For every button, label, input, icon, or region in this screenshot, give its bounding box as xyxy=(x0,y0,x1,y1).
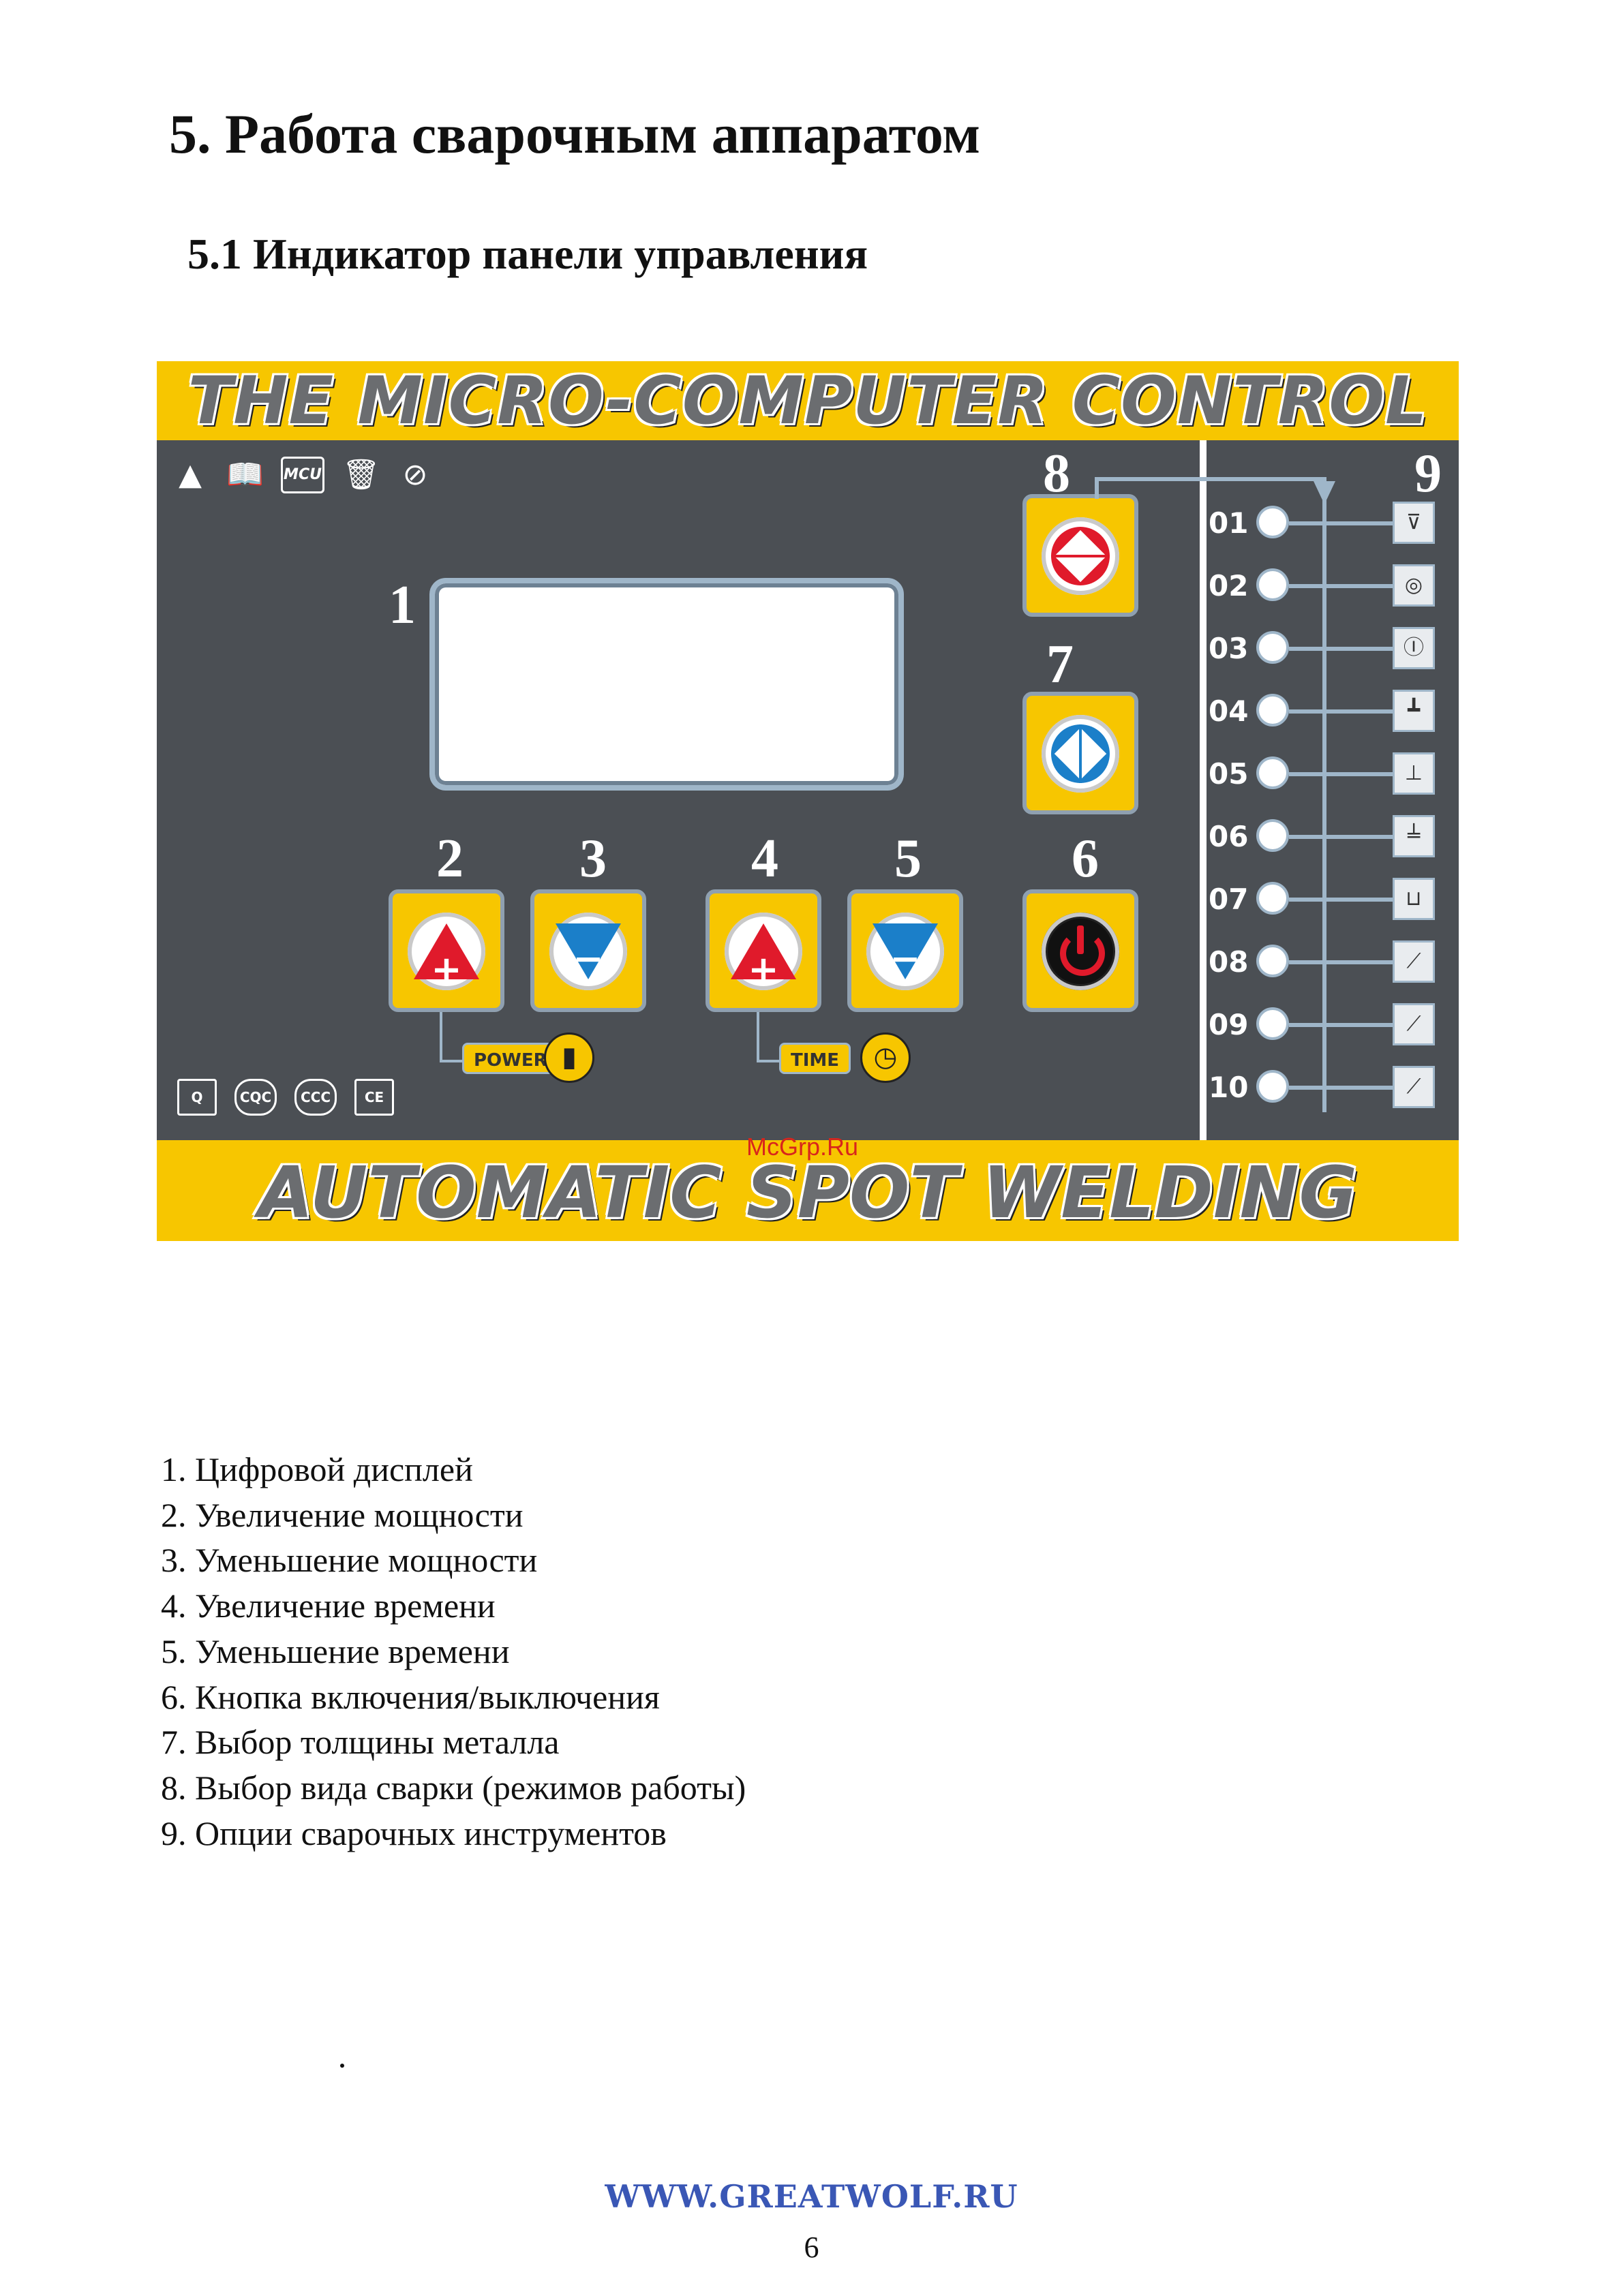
time-increase-button[interactable]: + xyxy=(706,889,821,1012)
welding-tool-icon: ⟋ xyxy=(1393,940,1435,983)
certification-icons: Q CQC CCC CE xyxy=(177,1079,394,1116)
thickness-select-button[interactable] xyxy=(1022,692,1138,814)
option-number: 10 xyxy=(1209,1071,1249,1104)
legend-item: 2. Увеличение мощности xyxy=(161,1495,524,1534)
indicator-led xyxy=(1256,1070,1289,1103)
page-heading: 5. Работа сварочным аппаратом xyxy=(169,103,981,165)
warning-icons: ▲ 📖 MCU 🗑 ⊘ xyxy=(172,457,434,493)
label-9: 9 xyxy=(1414,444,1442,504)
bottom-band xyxy=(157,1140,1459,1241)
section-heading: 5.1 Индикатор панели управления xyxy=(187,230,868,278)
time-label: TIME xyxy=(779,1043,851,1074)
welding-tool-icon: ⟋ xyxy=(1393,1003,1435,1045)
welding-tool-icon: ┻ xyxy=(1393,690,1435,732)
warning-icon: ▲ xyxy=(179,457,202,492)
indicator-led xyxy=(1256,568,1289,601)
left-right-arrows-icon xyxy=(1051,724,1110,783)
power-on-off-button[interactable] xyxy=(1022,889,1138,1012)
legend-item: 5. Уменьшение времени xyxy=(161,1632,510,1670)
option-number: 05 xyxy=(1209,757,1249,791)
up-down-arrows-icon xyxy=(1051,527,1110,585)
label-8: 8 xyxy=(1043,444,1070,504)
manual-icon: 📖 xyxy=(226,457,264,492)
top-band xyxy=(157,361,1459,440)
indicator-led xyxy=(1256,1007,1289,1040)
legend-item: 8. Выбор вида сварки (режимов работы) xyxy=(161,1768,746,1807)
control-panel-image: THE MICRO-COMPUTER CONTROL ▲ 📖 MCU 🗑 ⊘ 8… xyxy=(157,361,1459,1241)
indicator-led xyxy=(1256,819,1289,852)
ce-icon: CE xyxy=(354,1079,394,1116)
indicator-led xyxy=(1256,506,1289,538)
power-label: POWER xyxy=(462,1043,559,1074)
option-number: 08 xyxy=(1209,945,1249,979)
label-1: 1 xyxy=(389,575,416,635)
indicator-led xyxy=(1256,945,1289,977)
options-bus-top xyxy=(1095,477,1326,481)
welding-tool-icon: ⟋ xyxy=(1393,1066,1435,1108)
option-number: 09 xyxy=(1209,1008,1249,1041)
plus-icon xyxy=(414,923,479,979)
welding-tool-icon: ⊔ xyxy=(1393,878,1435,920)
legend-item: 3. Уменьшение мощности xyxy=(161,1541,538,1580)
options-bus xyxy=(1322,477,1326,1112)
minus-icon xyxy=(556,923,621,979)
cqc-icon: CQC xyxy=(234,1079,277,1116)
label-3: 3 xyxy=(579,829,607,889)
option-number: 06 xyxy=(1209,820,1249,853)
quality-mark-icon: Q xyxy=(177,1079,217,1116)
time-connector xyxy=(757,1012,800,1062)
welding-tool-icon: Ⓘ xyxy=(1393,627,1435,669)
no-trash-icon: 🗑 xyxy=(342,457,380,492)
label-5: 5 xyxy=(894,829,922,889)
indicator-led xyxy=(1256,882,1289,915)
option-number: 03 xyxy=(1209,632,1249,665)
legend-item: 6. Кнопка включения/выключения xyxy=(161,1677,660,1716)
digital-display xyxy=(429,578,904,791)
panel-title: THE MICRO-COMPUTER CONTROL xyxy=(187,363,1428,439)
indicator-led xyxy=(1256,756,1289,789)
signal-bars-icon: ▮ xyxy=(544,1032,594,1083)
clock-icon: ◷ xyxy=(860,1032,911,1083)
footer-website-link[interactable]: WWW.GREATWOLF.RU xyxy=(605,2178,1018,2215)
watermark: McGrp.Ru xyxy=(746,1133,859,1161)
plus-icon xyxy=(731,923,796,979)
panel-bottom-title: AUTOMATIC SPOT WELDING xyxy=(258,1151,1357,1234)
ccc-icon: CCC xyxy=(294,1079,337,1116)
label-7: 7 xyxy=(1046,634,1074,694)
mode-select-button[interactable] xyxy=(1022,494,1138,617)
label-4: 4 xyxy=(751,829,778,889)
legend-item: 7. Выбор толщины металла xyxy=(161,1723,560,1762)
legend-item: 4. Увеличение времени xyxy=(161,1587,496,1625)
panel-divider xyxy=(1200,440,1207,1140)
pb-free-icon: ⊘ xyxy=(402,457,428,492)
welding-tool-icon: ╧ xyxy=(1393,815,1435,857)
indicator-led xyxy=(1256,694,1289,726)
option-number: 02 xyxy=(1209,569,1249,602)
time-decrease-button[interactable]: − xyxy=(847,889,963,1012)
power-icon xyxy=(1048,919,1113,984)
indicator-led xyxy=(1256,631,1289,664)
legend-item: 9. Опции сварочных инструментов xyxy=(161,1813,667,1852)
label-2: 2 xyxy=(436,829,464,889)
welding-tool-icon: ◎ xyxy=(1393,564,1435,607)
options-bus-stub xyxy=(1095,481,1099,499)
label-6: 6 xyxy=(1072,829,1099,889)
option-number: 01 xyxy=(1209,506,1249,540)
stray-dot xyxy=(340,2064,344,2068)
minus-icon xyxy=(873,923,938,979)
legend-list: 1. Цифровой дисплей 2. Увеличение мощнос… xyxy=(161,1447,746,1856)
power-decrease-button[interactable]: − xyxy=(530,889,646,1012)
welding-tool-icon: ⊽ xyxy=(1393,502,1435,544)
option-number: 04 xyxy=(1209,694,1249,728)
page-number: 6 xyxy=(804,2231,819,2264)
legend-item: 1. Цифровой дисплей xyxy=(161,1450,473,1488)
power-connector xyxy=(440,1012,483,1062)
mcu-icon: MCU xyxy=(281,457,324,493)
option-number: 07 xyxy=(1209,883,1249,916)
welding-tool-icon: ⊥ xyxy=(1393,752,1435,795)
power-increase-button[interactable]: + xyxy=(389,889,504,1012)
